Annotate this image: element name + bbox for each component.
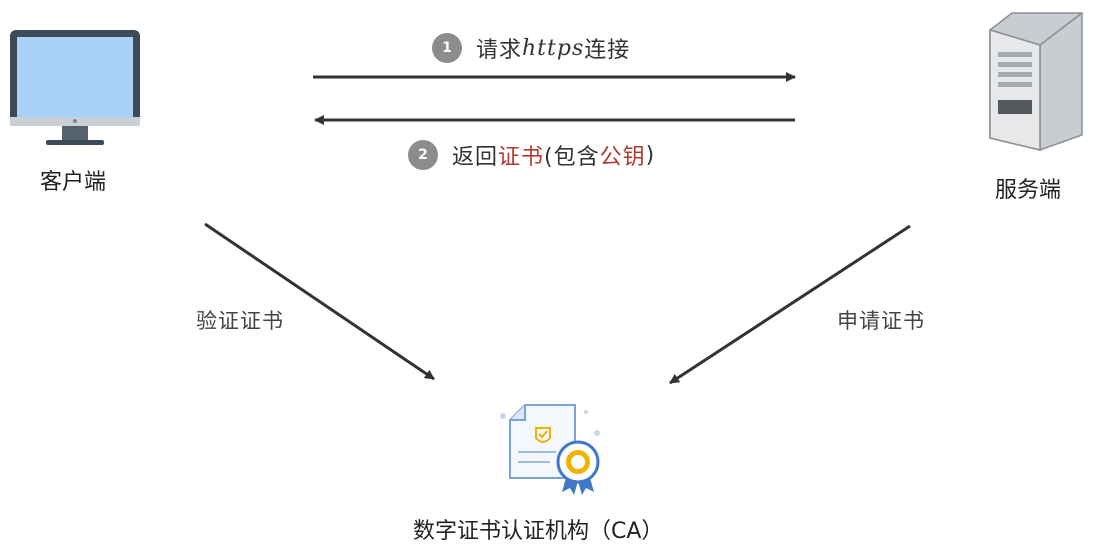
step-response-text-mid: (包含 [544,145,600,170]
step-response-text-before: 返回 [452,145,499,170]
step-response-text-after: ) [645,142,656,168]
step-request-protocol: https [522,35,585,61]
ca-label: 数字证书认证机构（CA） [413,519,664,544]
verify-label: 验证证书 [196,309,284,333]
step-response: 2 返回 证书 (包含 公钥 ) [408,139,655,171]
step-request-text-after: 连接 [584,38,631,63]
step-number-badge: 2 [408,140,438,170]
certificate-icon [500,404,600,495]
step-number-badge: 1 [432,33,462,63]
step-response-cert: 证书 [498,145,545,170]
verify-arrow [204,222,435,381]
step-request-text-before: 请求 [476,38,523,63]
step-response-key: 公钥 [599,145,646,170]
server-tower-icon [989,12,1083,151]
apply-label: 申请证书 [837,309,925,333]
server-label: 服务端 [995,178,1062,203]
step-request: 1 请求 https 连接 [432,32,630,64]
client-label: 客户端 [40,170,107,195]
apply-arrow [669,224,911,385]
desktop-monitor-icon [10,30,140,145]
